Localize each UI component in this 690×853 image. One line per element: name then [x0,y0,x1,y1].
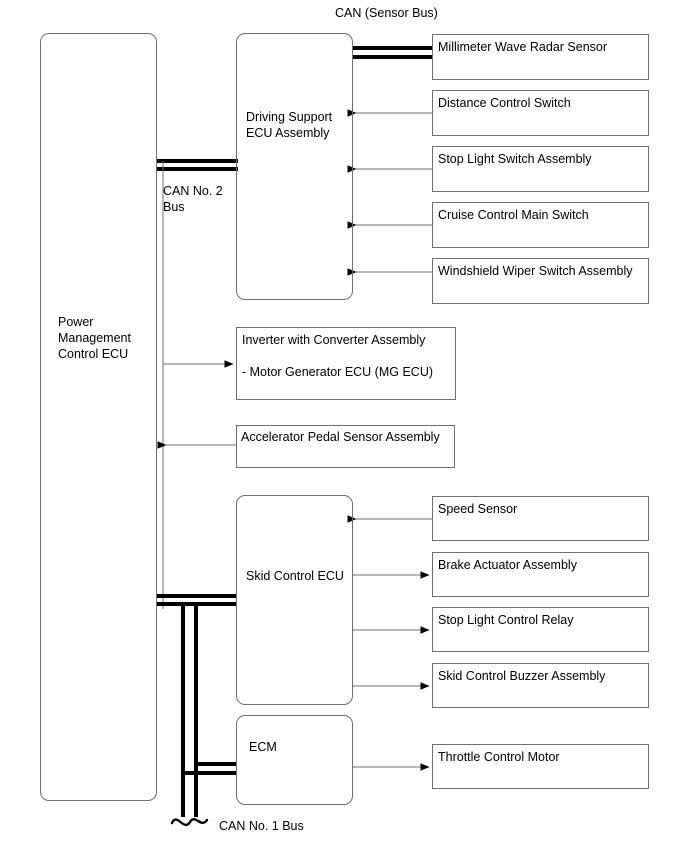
ecu-driving-support-assembly-label: Driving Support ECU Assembly [246,110,333,140]
peripheral-label: Inverter with Converter Assembly - Motor… [242,333,434,379]
peripheral-throttle-control-motor[interactable]: Throttle Control Motor [432,744,649,789]
peripheral-windshield-wiper-switch-assembly[interactable]: Windshield Wiper Switch Assembly [432,258,649,304]
peripheral-label: Millimeter Wave Radar Sensor [438,40,608,54]
peripheral-label: Brake Actuator Assembly [438,558,577,572]
ecu-skid-control-label: Skid Control ECU [246,569,344,583]
ecu-ecm-label: ECM [249,740,277,754]
peripheral-label: Windshield Wiper Switch Assembly [438,264,633,278]
radar-bus-link [353,46,433,59]
ecu-power-management-control[interactable]: Power Management Control ECU [40,33,157,801]
diagram-title: CAN (Sensor Bus) [335,6,438,20]
peripheral-accelerator-pedal-sensor-assembly[interactable]: Accelerator Pedal Sensor Assembly [236,425,455,468]
peripheral-skid-control-buzzer-assembly[interactable]: Skid Control Buzzer Assembly [432,663,649,708]
can-no1-bus-label: CAN No. 1 Bus [219,819,304,833]
peripheral-label: Accelerator Pedal Sensor Assembly [241,430,440,444]
ecu-driving-support-assembly[interactable]: Driving Support ECU Assembly [236,33,353,300]
peripheral-distance-control-switch[interactable]: Distance Control Switch [432,90,649,136]
can-no1-bus [157,594,237,827]
peripheral-stop-light-control-relay[interactable]: Stop Light Control Relay [432,607,649,652]
peripheral-millimeter-wave-radar-sensor[interactable]: Millimeter Wave Radar Sensor [432,34,649,80]
peripheral-label: Throttle Control Motor [438,750,560,764]
peripheral-brake-actuator-assembly[interactable]: Brake Actuator Assembly [432,552,649,597]
peripheral-label: Stop Light Switch Assembly [438,152,592,166]
ecu-power-management-control-label: Power Management Control ECU [58,315,131,361]
peripheral-stop-light-switch-assembly[interactable]: Stop Light Switch Assembly [432,146,649,192]
peripheral-inverter-with-converter-assembly[interactable]: Inverter with Converter Assembly - Motor… [236,327,456,400]
peripheral-label: Skid Control Buzzer Assembly [438,669,606,683]
ecu-skid-control[interactable]: Skid Control ECU [236,495,353,705]
can-no2-bus-link [157,159,238,171]
peripheral-cruise-control-main-switch[interactable]: Cruise Control Main Switch [432,202,649,248]
peripheral-label: Stop Light Control Relay [438,613,574,627]
ecu-ecm[interactable]: ECM [236,715,353,805]
can-no2-bus-label: CAN No. 2 Bus [163,184,223,214]
peripheral-label: Speed Sensor [438,502,518,516]
peripheral-label: Distance Control Switch [438,96,571,110]
peripheral-speed-sensor[interactable]: Speed Sensor [432,496,649,541]
peripheral-label: Cruise Control Main Switch [438,208,589,222]
